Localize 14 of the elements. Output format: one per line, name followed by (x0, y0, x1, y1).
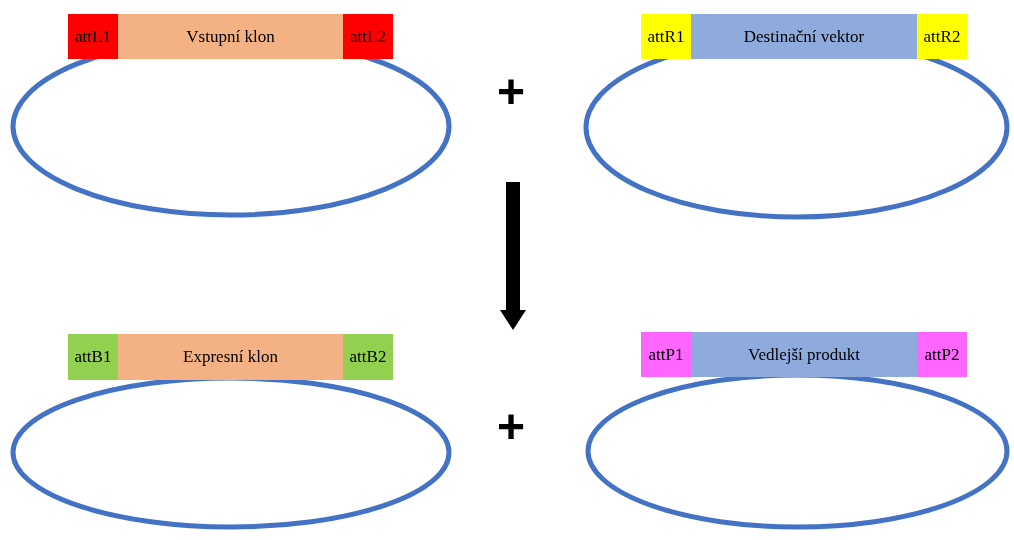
att-site-segment: attB2 (343, 334, 393, 380)
att-site-segment: attP1 (641, 332, 691, 377)
att-site-segment: attB1 (68, 334, 118, 380)
gene-segment: Vstupní klon (118, 14, 343, 59)
att-site-segment: attP2 (917, 332, 967, 377)
gene-segment: Vedlejší produkt (691, 332, 917, 377)
att-site-segment: attL1 (68, 14, 118, 59)
att-site-segment: attL2 (343, 14, 393, 59)
plus-sign: + (497, 68, 526, 116)
att-site-segment: attR2 (917, 14, 967, 59)
gene-segment: Destinační vektor (691, 14, 917, 59)
plus-sign: + (497, 403, 526, 451)
att-site-segment: attR1 (641, 14, 691, 59)
gene-segment: Expresní klon (118, 334, 343, 380)
